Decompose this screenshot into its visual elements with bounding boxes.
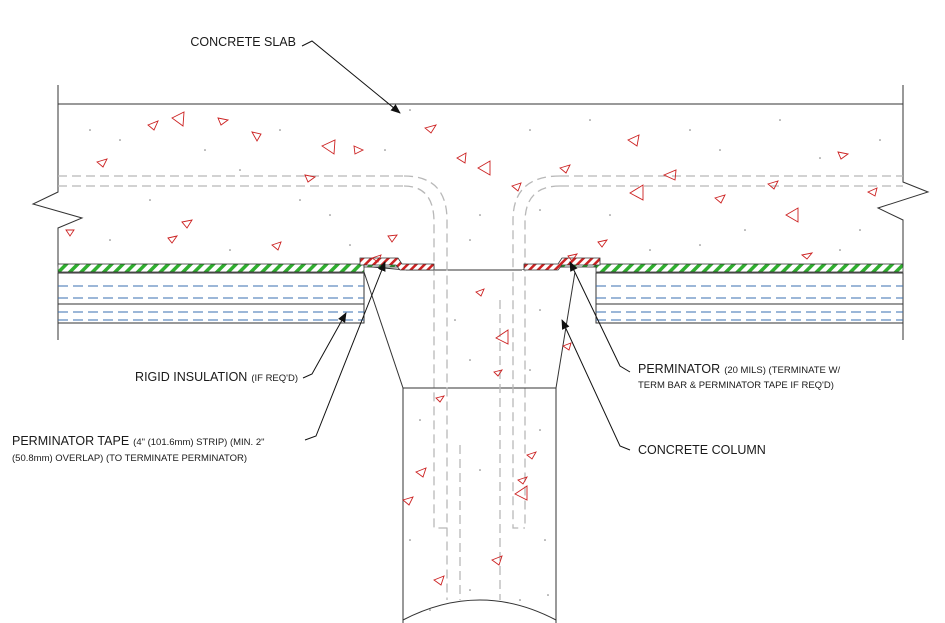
perminator-tape-label-line2: (50.8mm) OVERLAP) (TO TERMINATE PERMINAT… — [12, 453, 247, 464]
perminator-leader — [569, 261, 631, 373]
rigid-insulation-leader — [302, 312, 347, 379]
perminator-spec-text: (20 MILS) (TERMINATE W/ — [724, 365, 840, 376]
concrete-slab-leader — [301, 40, 401, 114]
rigid-insulation-label: RIGID INSULATION (IF REQ'D) — [135, 370, 298, 384]
rigid-insulation-right — [595, 272, 904, 340]
concrete-slab — [31, 85, 930, 271]
perminator-label-line1: PERMINATOR (20 MILS) (TERMINATE W/ — [638, 362, 840, 376]
concrete-slab-label: CONCRETE SLAB — [190, 35, 296, 49]
perminator-main-text: PERMINATOR — [638, 362, 720, 376]
perminator-tape-spec-text: (4" (101.6mm) STRIP) (MIN. 2" — [133, 437, 264, 448]
concrete-column-label: CONCRETE COLUMN — [638, 443, 766, 457]
perminator-tape-main-text: PERMINATOR TAPE — [12, 434, 129, 448]
concrete-column — [363, 269, 576, 623]
perminator-label-line2: TERM BAR & PERMINATOR TAPE IF REQ'D) — [638, 380, 834, 391]
rigid-insulation-left — [57, 272, 365, 340]
perminator-tape-label-line1: PERMINATOR TAPE (4" (101.6mm) STRIP) (MIN… — [12, 434, 264, 448]
rigid-insulation-note-text: (IF REQ'D) — [251, 373, 298, 384]
concrete-column-leader — [561, 319, 631, 451]
concrete-dots — [89, 109, 881, 611]
rebar — [58, 175, 903, 600]
perminator-tape-leader — [304, 261, 386, 441]
leader-lines — [301, 40, 631, 451]
rigid-insulation-main-text: RIGID INSULATION — [135, 370, 247, 384]
concrete-aggregate — [65, 111, 878, 586]
